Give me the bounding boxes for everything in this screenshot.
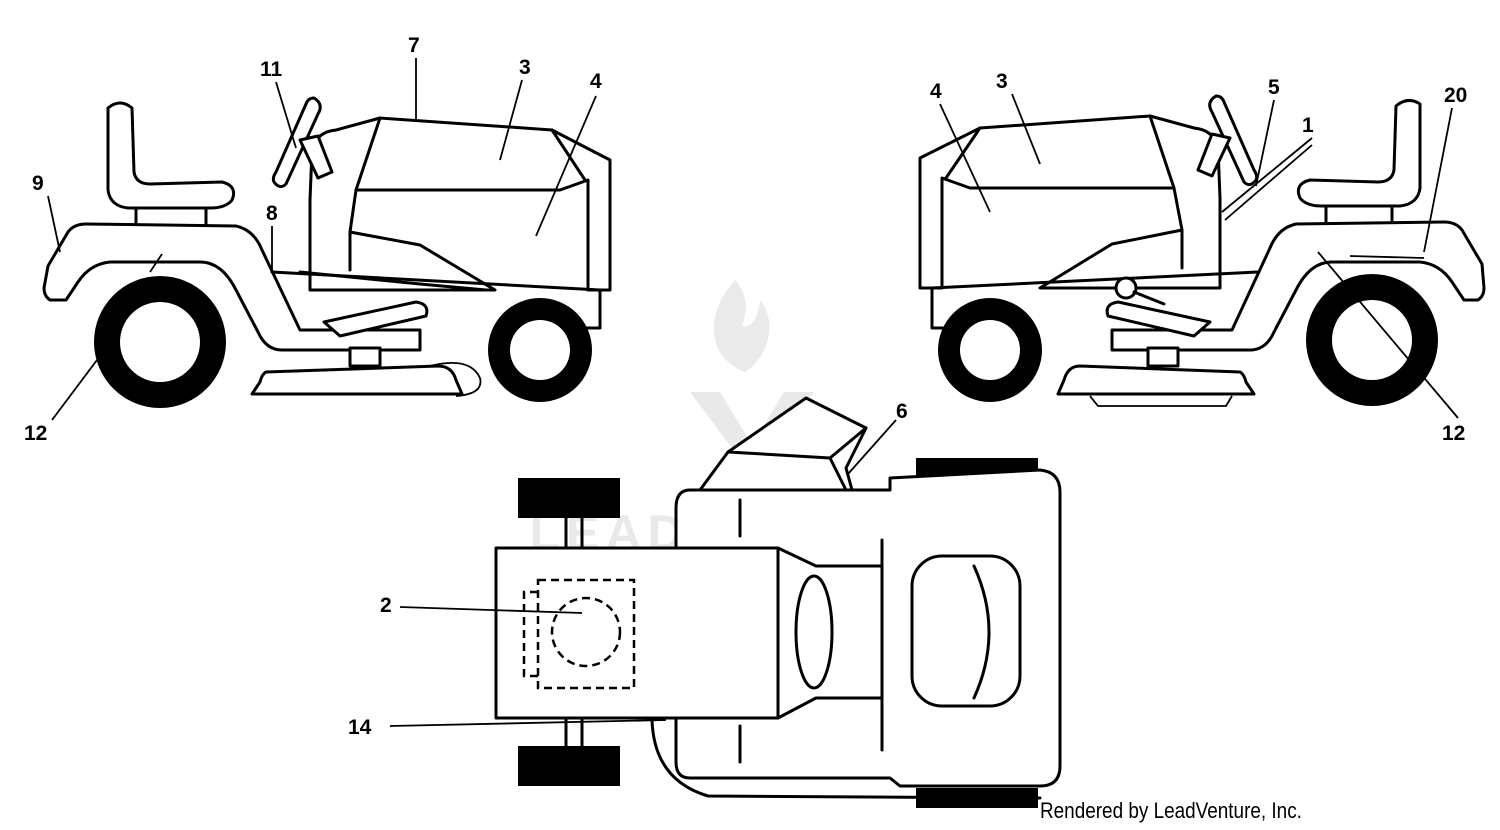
front-wheel-top-upper <box>518 478 620 518</box>
tractor-top-view: 6 2 14 <box>348 396 1062 808</box>
hood-right <box>918 114 1222 290</box>
label-8: 8 <box>266 202 278 225</box>
label-7: 7 <box>408 34 420 57</box>
label-2: 2 <box>380 594 392 617</box>
label-12-right: 12 <box>1442 422 1465 445</box>
front-wheel-top-lower <box>518 746 620 786</box>
label-12-left: 12 <box>24 422 47 445</box>
decal-area-2 <box>536 578 636 690</box>
seat-left <box>106 101 236 210</box>
watermark-flame-icon <box>713 280 770 372</box>
label-3-right: 3 <box>996 70 1008 93</box>
label-11: 11 <box>260 58 283 81</box>
hood-top <box>494 546 780 720</box>
tractor-left-view: 9 11 7 3 4 8 12 <box>24 34 612 445</box>
tractor-right-view: 4 3 5 1 20 12 <box>918 70 1486 445</box>
label-6: 6 <box>896 400 908 423</box>
steering-wheel-left <box>271 96 322 189</box>
label-9: 9 <box>32 172 44 195</box>
label-4-right: 4 <box>930 80 942 103</box>
label-1: 1 <box>1302 114 1314 137</box>
steering-wheel-right <box>1208 94 1259 187</box>
label-14: 14 <box>348 716 372 739</box>
mower-deck-left <box>250 364 464 396</box>
label-20: 20 <box>1444 84 1467 107</box>
footer-credit: Rendered by LeadVenture, Inc. <box>1040 798 1302 823</box>
hood-left <box>308 116 612 292</box>
mower-deck-right <box>1056 364 1256 396</box>
seat-top <box>910 554 1022 708</box>
label-5: 5 <box>1268 76 1280 99</box>
label-3-left: 3 <box>519 56 531 79</box>
seat-right <box>1296 99 1422 208</box>
fender-right <box>1110 220 1486 352</box>
fender-left <box>42 222 422 352</box>
label-4-left: 4 <box>590 70 602 93</box>
